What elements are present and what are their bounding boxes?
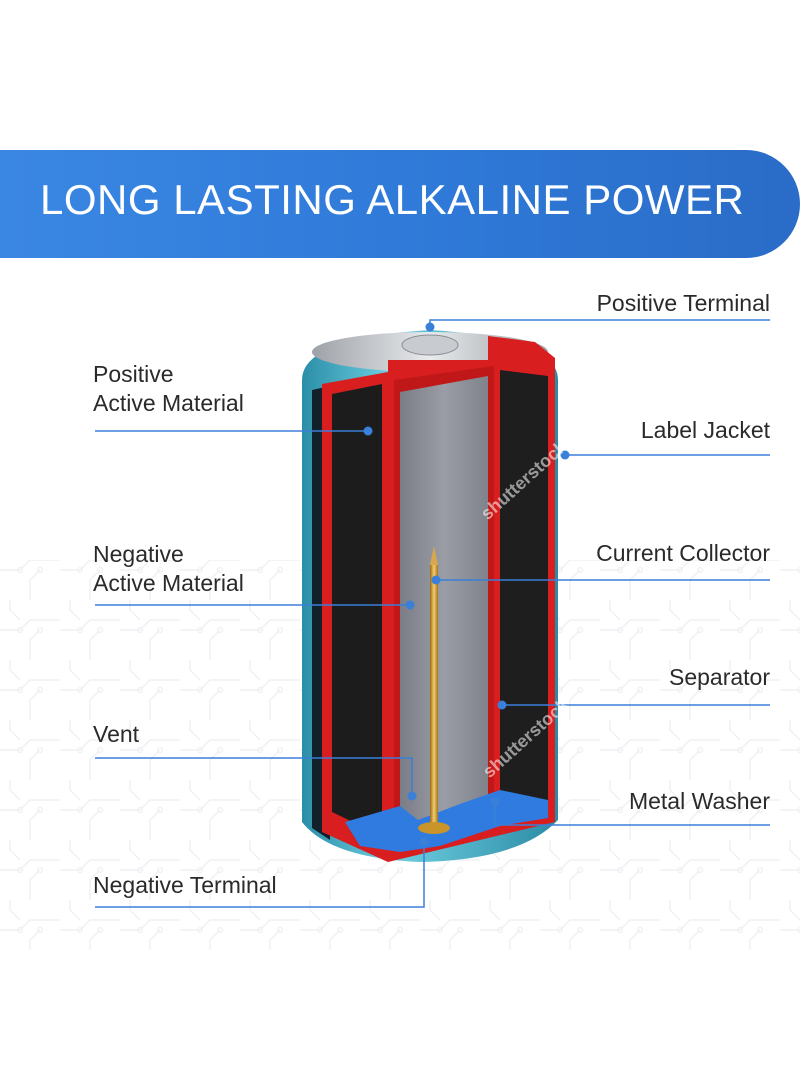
label-positive-terminal: Positive Terminal — [596, 290, 770, 316]
label-metal-washer: Metal Washer — [628, 788, 770, 814]
anode-core — [400, 376, 488, 828]
dot-positive-active — [363, 426, 373, 436]
label-negative-active-line1: Negative — [93, 541, 184, 567]
dot-vent — [407, 791, 417, 801]
dot-negative-active — [405, 600, 415, 610]
leader-metal-washer — [494, 802, 770, 826]
leader-lines — [95, 319, 770, 908]
current-collector-head — [418, 822, 450, 834]
leader-dots — [363, 322, 570, 847]
title-banner — [0, 150, 800, 258]
dot-positive-terminal — [425, 322, 435, 332]
dot-label-jacket — [560, 450, 570, 460]
label-positive-active-line1: Positive — [93, 361, 174, 387]
current-collector-tip — [430, 546, 438, 565]
leader-negative-terminal — [95, 842, 425, 908]
current-collector-pin — [430, 565, 438, 825]
label-vent: Vent — [93, 721, 140, 747]
positive-terminal-nub — [401, 334, 459, 356]
label-label-jacket: Label Jacket — [640, 417, 770, 443]
dot-current-collector — [431, 575, 441, 585]
dot-negative-terminal — [419, 837, 429, 847]
label-positive-active-line2: Active Material — [93, 390, 244, 416]
dot-metal-washer — [490, 797, 500, 807]
label-separator: Separator — [668, 664, 770, 690]
banner-title: LONG LASTING ALKALINE POWER — [40, 176, 745, 223]
leader-vent — [95, 757, 413, 795]
label-negative-active-line2: Active Material — [93, 570, 244, 596]
label-current-collector: Current Collector — [596, 540, 770, 566]
leader-positive-terminal — [429, 319, 770, 326]
dot-separator — [497, 700, 507, 710]
label-negative-terminal: Negative Terminal — [93, 872, 277, 898]
cathode-left — [332, 384, 382, 836]
